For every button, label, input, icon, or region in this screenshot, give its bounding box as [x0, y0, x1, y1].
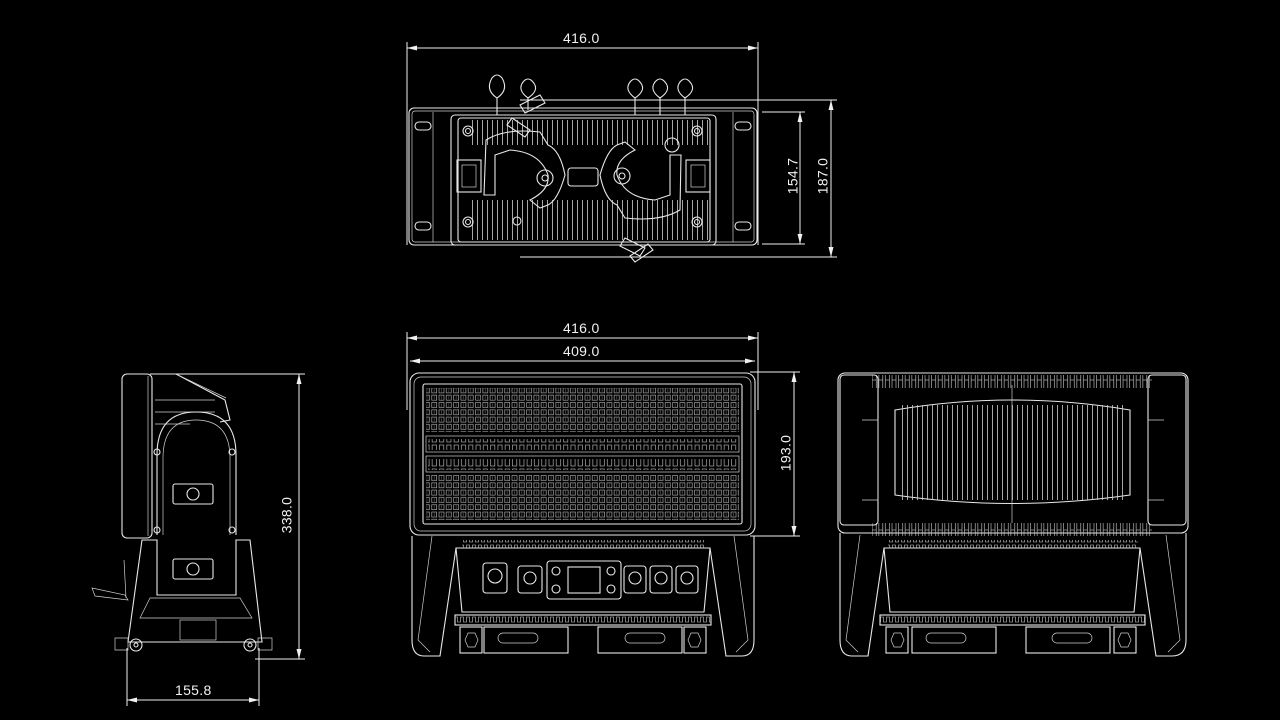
side-view	[91, 373, 305, 706]
front-view	[406, 332, 800, 657]
dimension-top-inner-depth	[797, 112, 803, 244]
dim-label-top-overall-depth: 187.0	[814, 157, 831, 195]
dimension-front-width	[406, 332, 759, 410]
rear-view	[837, 372, 1189, 657]
dim-label-panel-height: 193.0	[777, 434, 794, 472]
dim-label-front-width: 416.0	[563, 320, 600, 336]
lcd-display	[567, 566, 601, 594]
display-module	[546, 560, 622, 600]
dim-label-panel-width: 409.0	[563, 343, 600, 359]
dimension-top-width	[406, 42, 759, 245]
dim-label-side-height: 338.0	[278, 496, 295, 534]
dimension-side-base-width	[127, 697, 259, 703]
dimension-panel-height	[791, 372, 797, 536]
dim-label-top-inner-depth: 154.7	[784, 157, 801, 195]
dim-label-side-base-width: 155.8	[175, 682, 212, 698]
dim-label-top-width: 416.0	[563, 30, 600, 46]
dimension-panel-width	[410, 358, 755, 364]
connector-panel	[482, 560, 699, 600]
top-view	[406, 42, 837, 263]
dimension-side-height	[296, 374, 302, 659]
dimension-top-overall-depth	[828, 100, 834, 257]
